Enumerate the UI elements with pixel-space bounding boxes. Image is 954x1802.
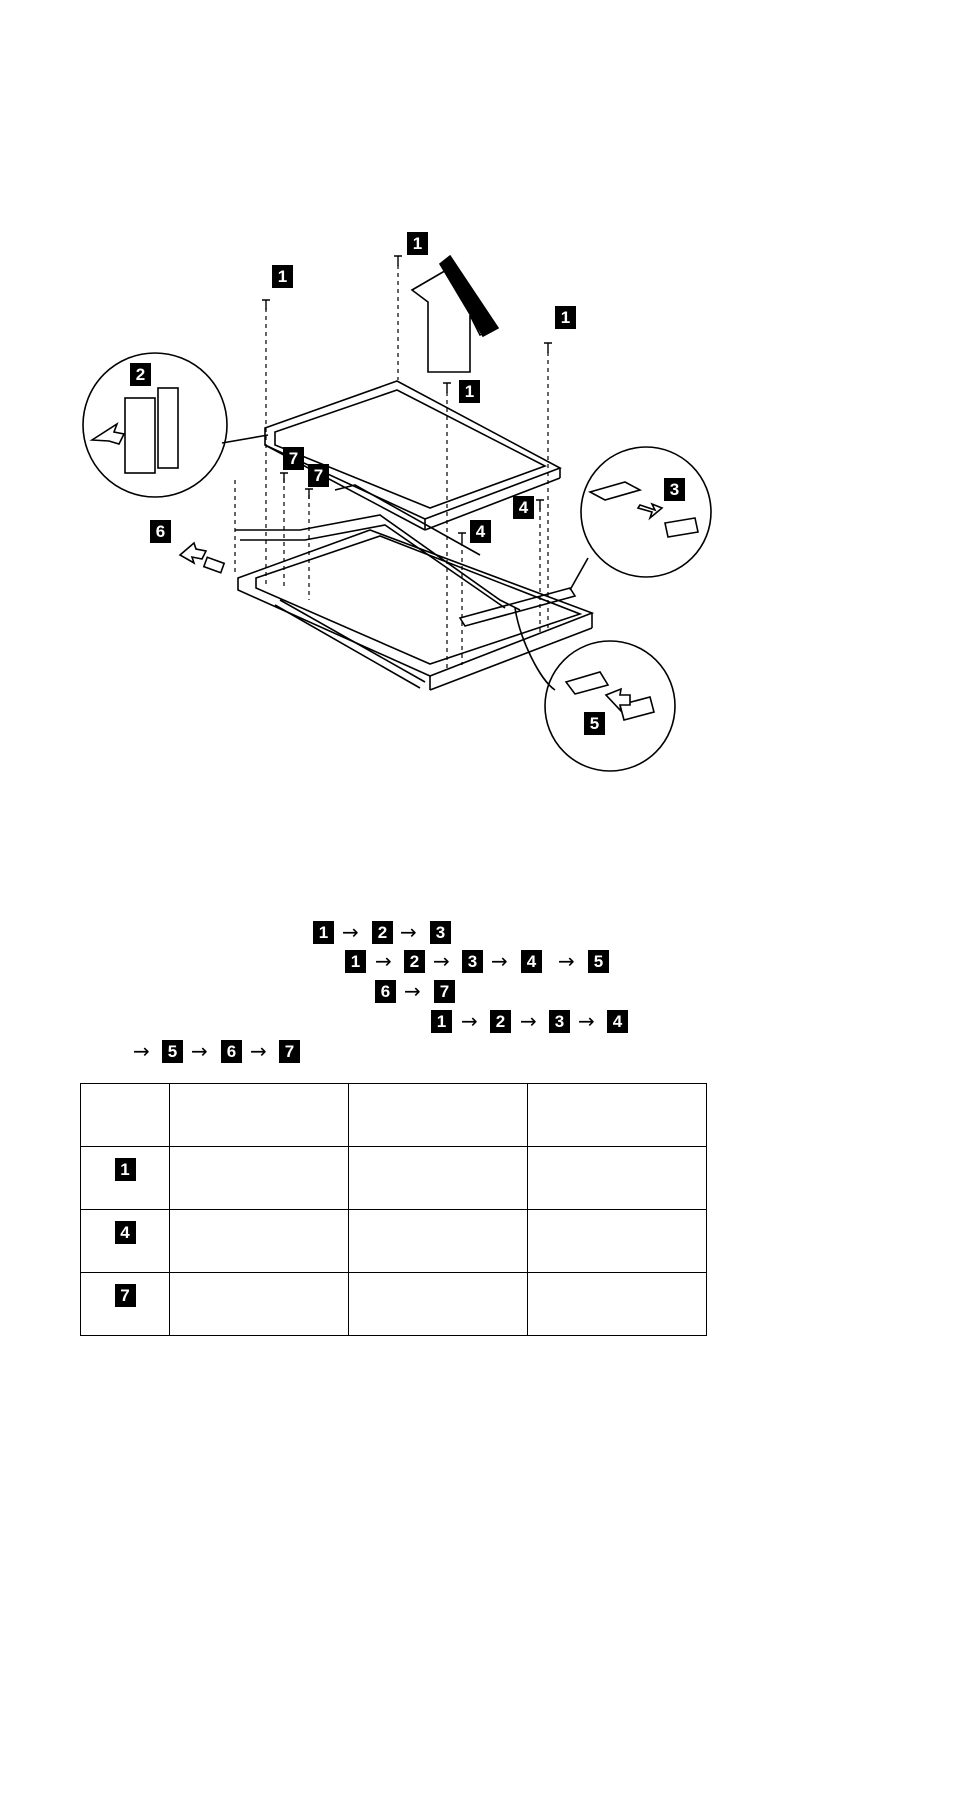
table-row: 7: [80, 1272, 707, 1336]
step-badge: 1: [114, 1158, 136, 1181]
bottom-frame: [237, 529, 595, 677]
seq-arrow: →: [133, 1039, 150, 1063]
callout-4-lower: 4: [470, 520, 491, 543]
table-cell: [527, 1209, 707, 1273]
seq-arrow: →: [404, 979, 421, 1003]
seq-arrow: →: [400, 920, 417, 944]
table-row: 1: [80, 1146, 707, 1210]
table-row: 4: [80, 1209, 707, 1273]
table-header-cell: [80, 1083, 170, 1147]
table-cell: [527, 1146, 707, 1210]
lcd-panel-outline: [264, 380, 562, 520]
screw-icon: [305, 488, 313, 499]
callout-1-left: 1: [272, 265, 293, 288]
seq-step: 5: [162, 1040, 183, 1063]
seq-arrow: →: [342, 920, 359, 944]
callout-1-top: 1: [407, 232, 428, 255]
screw-spec-table: 1 4 7: [80, 1083, 707, 1336]
table-cell: [169, 1209, 349, 1273]
step-badge: 7: [114, 1284, 136, 1307]
seq-step: 2: [372, 921, 393, 944]
screw-icon: [394, 255, 402, 266]
lcd-panel-screen: [274, 389, 547, 509]
table-header-row: [80, 1083, 707, 1147]
callout-7-left: 7: [283, 447, 304, 470]
seq-arrow: →: [520, 1009, 537, 1033]
seq-step: 1: [431, 1010, 452, 1033]
table-header-cell: [527, 1083, 707, 1147]
screw-icon: [443, 382, 451, 393]
seq-step: 6: [221, 1040, 242, 1063]
step-badge: 4: [114, 1221, 136, 1244]
seq-step: 6: [375, 980, 396, 1003]
seq-step: 2: [404, 950, 425, 973]
screw-icon: [536, 499, 544, 510]
step-cell: 1: [80, 1146, 170, 1210]
seq-step: 7: [434, 980, 455, 1003]
seq-arrow: →: [250, 1039, 267, 1063]
seq-step: 3: [430, 921, 451, 944]
callout-6: 6: [150, 520, 171, 543]
seq-arrow: →: [461, 1009, 478, 1033]
table-cell: [169, 1272, 349, 1336]
screw-icon: [544, 342, 552, 353]
seq-step: 1: [313, 921, 334, 944]
callout-1-center: 1: [459, 380, 480, 403]
table-cell: [348, 1146, 528, 1210]
screw-icon: [280, 472, 288, 483]
table-cell: [348, 1272, 528, 1336]
callout-5: 5: [584, 712, 605, 735]
connector-arrow-6: [178, 541, 208, 565]
table-cell: [348, 1209, 528, 1273]
callout-3: 3: [664, 478, 685, 501]
callout-2: 2: [130, 363, 151, 386]
seq-arrow: →: [375, 949, 392, 973]
callout-1-right: 1: [555, 306, 576, 329]
seq-step: 3: [549, 1010, 570, 1033]
screw-icon: [262, 299, 270, 310]
detail-circle-5: [544, 640, 676, 772]
detail-circle-2: [82, 352, 228, 498]
seq-arrow: →: [191, 1039, 208, 1063]
detail-circle-3: [580, 446, 712, 578]
seq-arrow: →: [558, 949, 575, 973]
seq-step: 4: [521, 950, 542, 973]
callout-4-upper: 4: [513, 496, 534, 519]
table-cell: [527, 1272, 707, 1336]
seq-step: 2: [490, 1010, 511, 1033]
step-cell: 7: [80, 1272, 170, 1336]
table-cell: [169, 1146, 349, 1210]
seq-arrow: →: [578, 1009, 595, 1033]
seq-step: 7: [279, 1040, 300, 1063]
step-cell: 4: [80, 1209, 170, 1273]
lcd-removal-diagram: [82, 254, 712, 772]
seq-arrow: →: [491, 949, 508, 973]
table-header-cell: [169, 1083, 349, 1147]
seq-step: 5: [588, 950, 609, 973]
table-header-cell: [348, 1083, 528, 1147]
screw-icon: [458, 532, 466, 543]
callout-7-right: 7: [308, 464, 329, 487]
seq-step: 4: [607, 1010, 628, 1033]
seq-step: 1: [345, 950, 366, 973]
seq-step: 3: [462, 950, 483, 973]
seq-arrow: →: [433, 949, 450, 973]
